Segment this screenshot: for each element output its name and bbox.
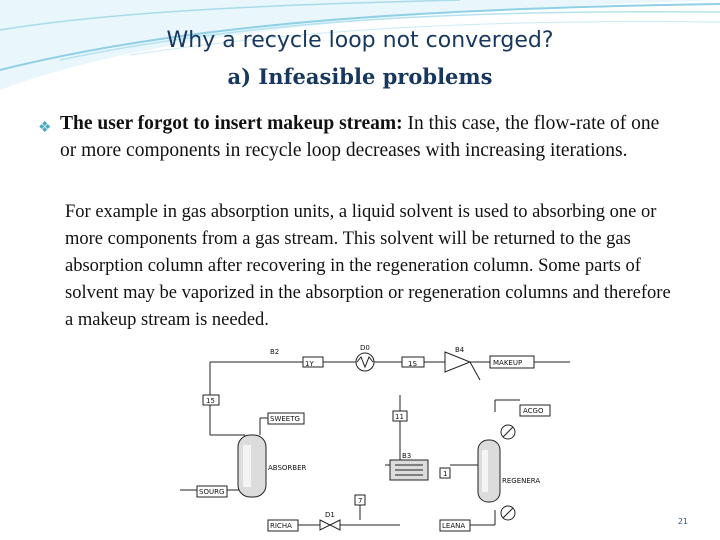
heat-exchanger-b3: B3 [389, 452, 429, 481]
stream-1s: 1S [408, 360, 417, 368]
stream-15: 15 [206, 397, 215, 405]
bullet-icon: ❖ [38, 120, 52, 136]
stream-1: 1 [443, 470, 447, 478]
label-sweetg: SWEETG [270, 415, 300, 423]
label-acgo: ACGO [523, 407, 544, 415]
label-makeup: MAKEUP [493, 359, 522, 367]
slide-subtitle: a) Infeasible problems [227, 64, 493, 89]
valve-b2: B2 [270, 348, 324, 368]
bullet-heading: The user forgot to insert makeup stream: [60, 113, 403, 134]
label-leana: LEANA [442, 522, 465, 530]
stream-11: 11 [395, 413, 404, 421]
label-regenera: REGENERA [502, 477, 540, 485]
page-number: 21 [677, 517, 688, 526]
example-paragraph: For example in gas absorption units, a l… [65, 202, 671, 330]
stream-1y: 1Y [305, 360, 314, 368]
regenerator-column: REGENERA [477, 424, 540, 521]
label-b4: B4 [455, 346, 465, 354]
label-sourg: SOURG [199, 488, 224, 496]
valve-d1: D1 [319, 511, 341, 531]
label-absorber: ABSORBER [268, 464, 307, 472]
label-b2: B2 [270, 348, 279, 356]
process-flow-diagram: B2 D0 B4 MAKEUP 1Y 1S 15 SWEETG 11 ACGO [180, 344, 570, 532]
label-d0: D0 [360, 344, 370, 352]
bullet-paragraph: ❖ The user forgot to insert makeup strea… [38, 110, 678, 164]
heat-exchanger-d0: D0 [355, 344, 375, 372]
pump-b4: B4 [444, 346, 472, 373]
label-b3: B3 [402, 452, 411, 460]
decorative-swoosh [0, 0, 720, 90]
absorber-column: ABSORBER [237, 434, 307, 498]
stream-7: 7 [358, 497, 362, 505]
bullet-text: In this case, the flow-rate of one or mo… [60, 113, 660, 161]
label-d1: D1 [325, 511, 335, 519]
slide-title: Why a recycle loop not converged? [166, 28, 554, 53]
label-richa: RICHA [270, 522, 292, 530]
